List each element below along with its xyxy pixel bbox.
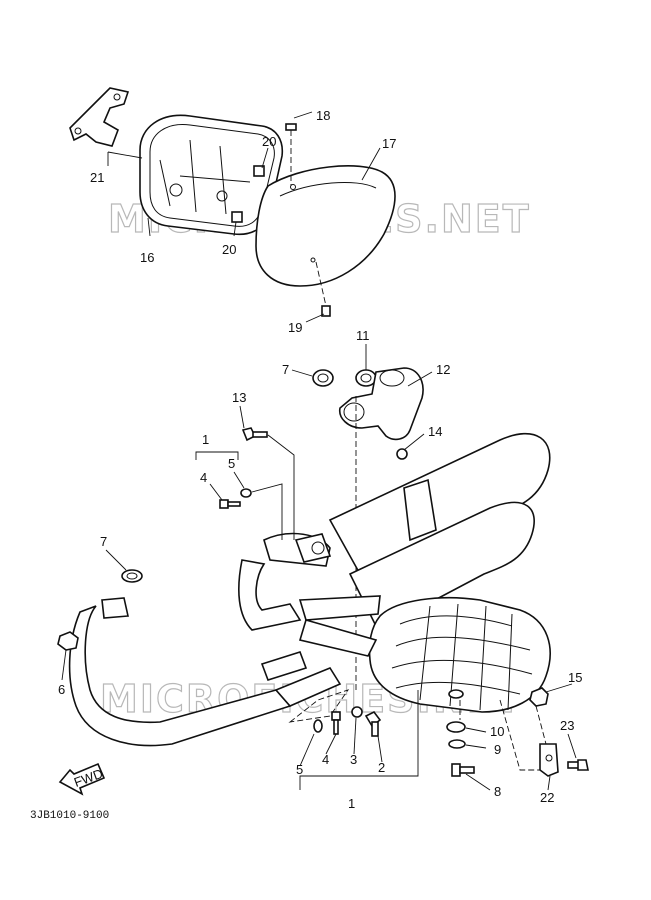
nut-15 xyxy=(529,687,549,707)
callout-8: 8 xyxy=(494,784,501,799)
gasket-11 xyxy=(355,369,377,387)
callout-23: 23 xyxy=(560,718,574,733)
clamp-upper xyxy=(294,533,332,563)
bracket-21 xyxy=(69,87,130,147)
washer-5-top xyxy=(240,488,252,498)
callout-18: 18 xyxy=(316,108,330,123)
nut-3 xyxy=(351,706,363,718)
bolt-8 xyxy=(451,763,475,777)
joint-12 xyxy=(338,367,424,441)
callout-14: 14 xyxy=(428,424,442,439)
clip-20-bottom xyxy=(231,211,243,223)
gasket-7-top xyxy=(312,369,334,387)
bolt-4-top xyxy=(219,499,241,509)
callout-2: 2 xyxy=(378,760,385,775)
callout-7-left: 7 xyxy=(100,534,107,549)
air-filter-case-16 xyxy=(139,114,284,236)
callout-6: 6 xyxy=(58,682,65,697)
callout-4-bottom: 4 xyxy=(322,752,329,767)
callout-20-bottom: 20 xyxy=(222,242,236,257)
screw-18 xyxy=(285,123,297,186)
exhaust-pipe xyxy=(68,532,381,747)
callout-17: 17 xyxy=(382,136,396,151)
bracket-22 xyxy=(539,743,559,777)
callout-13: 13 xyxy=(232,390,246,405)
cover-17 xyxy=(255,165,396,287)
callout-21: 21 xyxy=(90,170,104,185)
callout-3: 3 xyxy=(350,752,357,767)
callout-4-top: 4 xyxy=(200,470,207,485)
damper-10 xyxy=(446,721,466,733)
fwd-arrow-icon: FWD xyxy=(58,762,106,796)
callout-11: 11 xyxy=(356,328,370,343)
bolt-23 xyxy=(567,759,589,771)
callout-1-bottom: 1 xyxy=(348,796,355,811)
callout-10: 10 xyxy=(490,724,504,739)
bolt-4-bottom xyxy=(331,711,341,735)
callout-5-bottom: 5 xyxy=(296,762,303,777)
callout-16: 16 xyxy=(140,250,154,265)
clip-20-top xyxy=(253,165,265,177)
callout-7-top: 7 xyxy=(282,362,289,377)
callout-5-top: 5 xyxy=(228,456,235,471)
washer-5-bottom xyxy=(313,719,323,733)
callout-20-top: 20 xyxy=(262,134,276,149)
washer-9 xyxy=(448,739,466,749)
muffler-upper xyxy=(328,432,551,632)
gasket-7-left xyxy=(121,569,143,583)
callout-15: 15 xyxy=(568,670,582,685)
fwd-label: FWD xyxy=(72,766,105,790)
bolt-2 xyxy=(364,710,382,737)
bolt-13 xyxy=(241,427,268,442)
callout-22: 22 xyxy=(540,790,554,805)
clamp-lower xyxy=(260,651,308,681)
callout-9: 9 xyxy=(494,742,501,757)
screw-19 xyxy=(315,261,331,317)
callout-19: 19 xyxy=(288,320,302,335)
nut-14 xyxy=(396,448,408,460)
diagram-code: 3JB1010-9100 xyxy=(30,810,109,822)
callout-12: 12 xyxy=(436,362,450,377)
nut-6 xyxy=(57,631,79,651)
callout-1-top: 1 xyxy=(202,432,209,447)
